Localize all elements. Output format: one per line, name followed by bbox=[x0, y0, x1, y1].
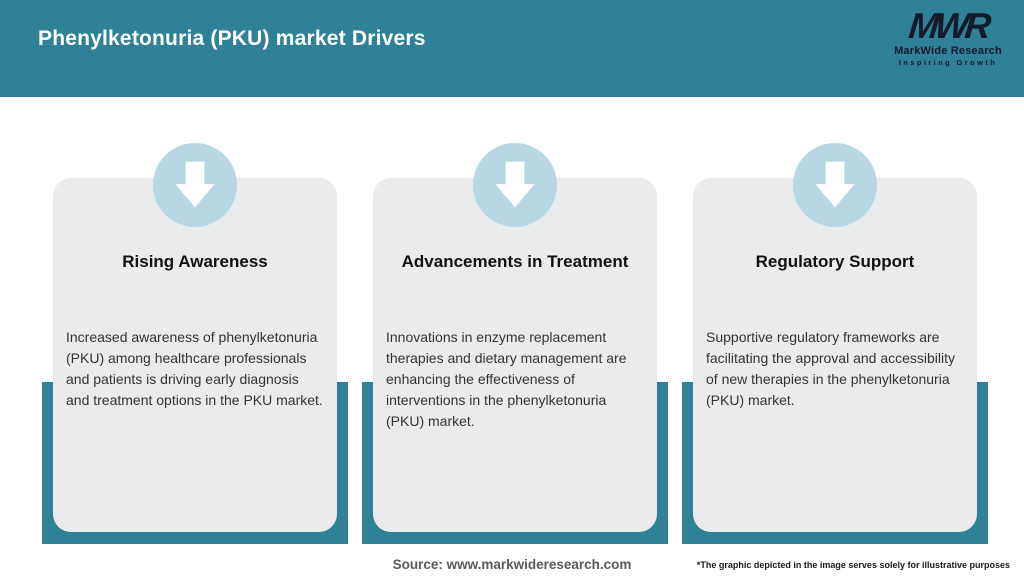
header-bar: Phenylketonuria (PKU) market Drivers MWR… bbox=[0, 0, 1024, 97]
logo-tagline: Inspiring Growth bbox=[898, 58, 998, 67]
markwide-logo: MWR MarkWide Research Inspiring Growth bbox=[888, 5, 1008, 67]
logo-mwr-monogram: MWR bbox=[906, 5, 990, 46]
logo-company-name: MarkWide Research bbox=[894, 45, 1002, 57]
card-title: Advancements in Treatment bbox=[401, 252, 629, 271]
card-panel: Rising Awareness Increased awareness of … bbox=[53, 143, 337, 532]
arrow-down-icon bbox=[153, 143, 237, 227]
disclaimer-text: *The graphic depicted in the image serve… bbox=[696, 560, 1010, 570]
card-title: Regulatory Support bbox=[755, 252, 915, 271]
card-body-text: Supportive regulatory frameworks are fac… bbox=[706, 329, 956, 408]
page-title: Phenylketonuria (PKU) market Drivers bbox=[38, 27, 426, 50]
driver-card-regulatory-support: Regulatory Support Supportive regulatory… bbox=[682, 143, 988, 544]
card-panel: Regulatory Support Supportive regulatory… bbox=[693, 143, 977, 532]
source-text: Source: www.markwideresearch.com bbox=[392, 557, 632, 572]
card-panel: Advancements in Treatment Innovations in… bbox=[373, 143, 657, 532]
driver-card-rising-awareness: Rising Awareness Increased awareness of … bbox=[42, 143, 348, 544]
drivers-cards-row: Rising Awareness Increased awareness of … bbox=[42, 143, 988, 544]
arrow-down-icon bbox=[793, 143, 877, 227]
card-title: Rising Awareness bbox=[122, 252, 268, 271]
arrow-down-icon bbox=[473, 143, 557, 227]
card-body-text: Increased awareness of phenylketonuria (… bbox=[66, 329, 323, 408]
driver-card-advancements-in-treatment: Advancements in Treatment Innovations in… bbox=[362, 143, 668, 544]
card-body-text: Innovations in enzyme replacement therap… bbox=[386, 329, 627, 429]
